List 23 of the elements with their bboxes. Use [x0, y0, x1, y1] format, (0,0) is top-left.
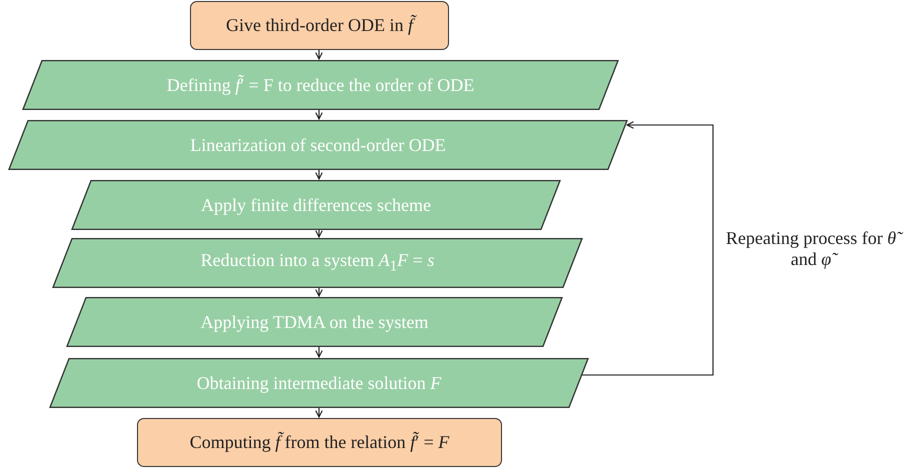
process-parallelogram	[50, 358, 588, 408]
step-text: Computing f̃ from the relation f̃′ = F	[190, 432, 450, 453]
process-parallelogram	[9, 120, 627, 170]
arrow	[315, 230, 323, 238]
step-text: Reduction into a system A$_{1}$F = s	[200, 250, 434, 276]
step-text: Obtaining intermediate solution F	[196, 372, 442, 394]
arrow	[315, 170, 323, 180]
arrow	[315, 347, 323, 358]
arrow	[582, 121, 714, 376]
step-text: Applying TDMA on the system	[200, 312, 428, 332]
arrow	[315, 288, 323, 297]
arrow	[315, 50, 323, 60]
process-parallelogram	[72, 180, 560, 230]
step-text: Linearization of second-order ODE	[190, 134, 446, 156]
arrow	[315, 408, 323, 418]
arrow	[315, 110, 323, 120]
process-parallelogram	[53, 238, 582, 288]
terminal-box	[137, 418, 502, 467]
process-parallelogram	[67, 297, 562, 347]
process-parallelogram	[23, 60, 618, 110]
step-text: Defining f̃′ = F to reduce the order of ODE	[166, 74, 474, 96]
step-text: Apply finite differences scheme	[200, 194, 432, 216]
terminal-box	[190, 1, 449, 50]
